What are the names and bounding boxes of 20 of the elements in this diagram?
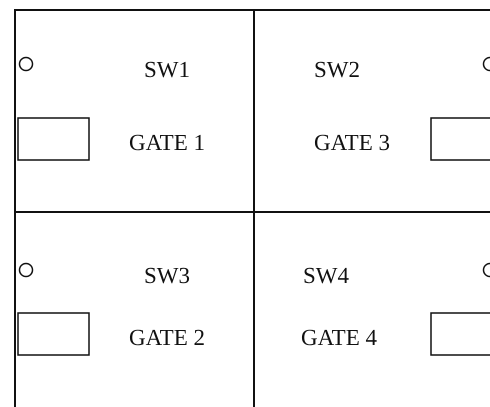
switch-region <box>14 211 254 407</box>
switch-label: SW1 <box>144 58 190 81</box>
gate-pad <box>430 312 490 356</box>
switch-label: SW3 <box>144 264 190 287</box>
switch-region <box>253 211 490 407</box>
switch-label: SW4 <box>303 264 349 287</box>
gate-pad <box>430 117 490 161</box>
gate-label: GATE 4 <box>300 326 378 349</box>
gate-label: GATE 1 <box>128 131 206 154</box>
switch-region <box>253 9 490 212</box>
gate-label: GATE 2 <box>128 326 206 349</box>
pin-marker <box>18 56 34 72</box>
pin-marker <box>482 56 490 72</box>
gate-pad <box>17 117 90 161</box>
gate-pad <box>17 312 90 356</box>
switch-region <box>14 9 254 212</box>
pin-marker <box>18 262 34 278</box>
pin-marker <box>482 262 490 278</box>
switch-label: SW2 <box>314 58 360 81</box>
gate-label: GATE 3 <box>314 131 390 154</box>
